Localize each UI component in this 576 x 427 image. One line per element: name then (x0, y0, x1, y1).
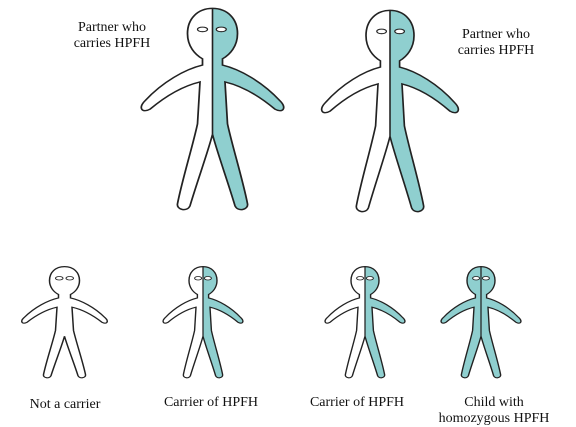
child-figure-carrier-1 (163, 267, 243, 378)
child-label-carrier-1: Carrier of HPFH (148, 395, 274, 411)
child-label-line: Carrier of HPFH (148, 395, 274, 411)
parent-label-right: Partner who carries HPFH (438, 27, 554, 59)
child-label-carrier-2: Carrier of HPFH (294, 395, 420, 411)
parent-label-right-line2: carries HPFH (438, 43, 554, 59)
eye-icon (198, 27, 208, 32)
eye-icon (366, 277, 373, 280)
eye-icon (195, 277, 202, 280)
parent-label-left: Partner who carries HPFH (52, 20, 172, 52)
child-figure-homozygous (441, 267, 521, 378)
child-label-line: Child with (412, 395, 576, 411)
child-label-line: Carrier of HPFH (294, 395, 420, 411)
eye-icon (357, 277, 364, 280)
child-label-line: Not a carrier (10, 397, 120, 413)
eye-icon (473, 277, 480, 280)
parent-label-right-line1: Partner who (438, 27, 554, 43)
child-label-not-carrier: Not a carrier (10, 397, 120, 413)
eye-icon (56, 277, 64, 280)
parent-label-left-line2: carries HPFH (52, 36, 172, 52)
eye-icon (216, 27, 226, 32)
eye-icon (395, 29, 405, 34)
eye-icon (66, 277, 74, 280)
parent-label-left-line1: Partner who (52, 20, 172, 36)
eye-icon (204, 277, 211, 280)
child-figure-not-carrier (22, 267, 107, 378)
child-figure-carrier-2 (325, 267, 405, 378)
child-label-homozygous: Child with homozygous HPFH (412, 395, 576, 427)
eye-icon (482, 277, 489, 280)
eye-icon (377, 29, 387, 34)
